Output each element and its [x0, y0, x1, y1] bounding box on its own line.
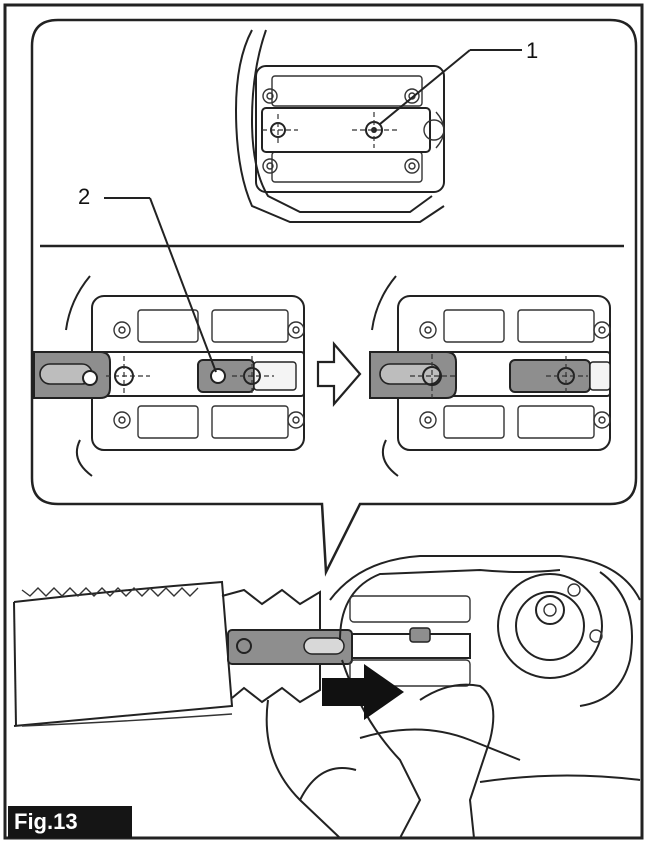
arrow-right-outline-icon — [316, 341, 362, 407]
hedge-trimmer-illustration — [13, 555, 641, 839]
callout-number-1: 1 — [526, 38, 539, 63]
pin-2 — [82, 370, 98, 386]
arrow-right-solid-icon — [322, 664, 404, 720]
callout-bubble — [30, 18, 638, 577]
figure-label: Fig.13 — [8, 806, 132, 838]
outer-frame — [3, 3, 644, 840]
top-detail — [234, 29, 522, 223]
middle-detail-before — [33, 197, 305, 477]
middle-detail-after — [369, 275, 611, 477]
leader-line-2 — [149, 197, 217, 373]
callout-number-2: 2 — [78, 184, 91, 209]
leader-line-1 — [379, 49, 471, 125]
